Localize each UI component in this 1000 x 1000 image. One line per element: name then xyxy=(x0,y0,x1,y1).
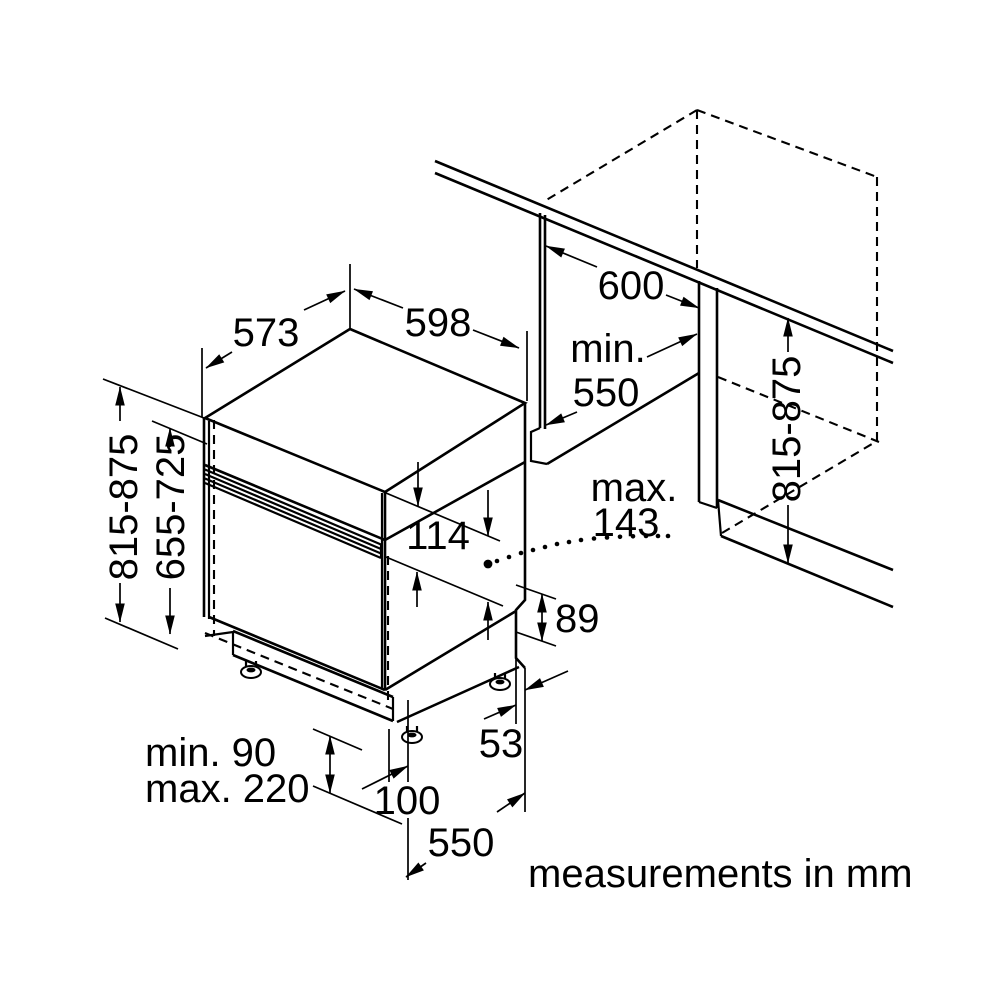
label-niche-width: 600 xyxy=(598,264,665,308)
plinth-panel xyxy=(716,498,894,609)
label-niche-depth-min: min. xyxy=(570,327,646,371)
foot-icon xyxy=(401,726,423,744)
adjustable-feet xyxy=(240,661,511,744)
label-plinth-min: min. 90 xyxy=(145,731,276,775)
dishwasher-outline xyxy=(202,327,528,724)
niche-side-panel-right xyxy=(697,281,719,510)
label-total-height: 815-875 xyxy=(102,434,146,581)
label-top-width: 598 xyxy=(405,301,472,345)
foot-icon xyxy=(489,673,511,691)
label-plinth-depth: 100 xyxy=(374,779,441,823)
foot-icon xyxy=(240,661,262,679)
door-pivot-dotted-leader xyxy=(483,533,671,569)
label-door-clearance-max: max. xyxy=(591,466,678,510)
label-top-depth: 573 xyxy=(233,311,300,355)
label-base-depth: 550 xyxy=(428,821,495,865)
dimension-labels: 573 598 600 min. 550 815-875 max. 143 11… xyxy=(102,264,913,896)
label-rear-step: 89 xyxy=(555,597,600,641)
dishwasher-niche-dashed xyxy=(204,420,394,710)
worktop xyxy=(434,159,894,365)
label-rear-offset: 53 xyxy=(479,722,524,766)
label-door-clearance-value: 143 xyxy=(593,501,660,545)
footer-note: measurements in mm xyxy=(528,852,913,896)
control-panel-strip xyxy=(204,468,383,560)
label-panel-height: 114 xyxy=(406,514,470,558)
niche-side-panel-left xyxy=(529,213,700,466)
dimension-arrows xyxy=(115,245,793,878)
label-plinth-max: max. 220 xyxy=(145,767,310,811)
label-niche-depth-value: 550 xyxy=(573,371,640,415)
label-niche-height-right: 815-875 xyxy=(765,356,809,503)
label-front-height: 655-725 xyxy=(149,434,193,581)
niche-dashed-box xyxy=(542,109,880,534)
